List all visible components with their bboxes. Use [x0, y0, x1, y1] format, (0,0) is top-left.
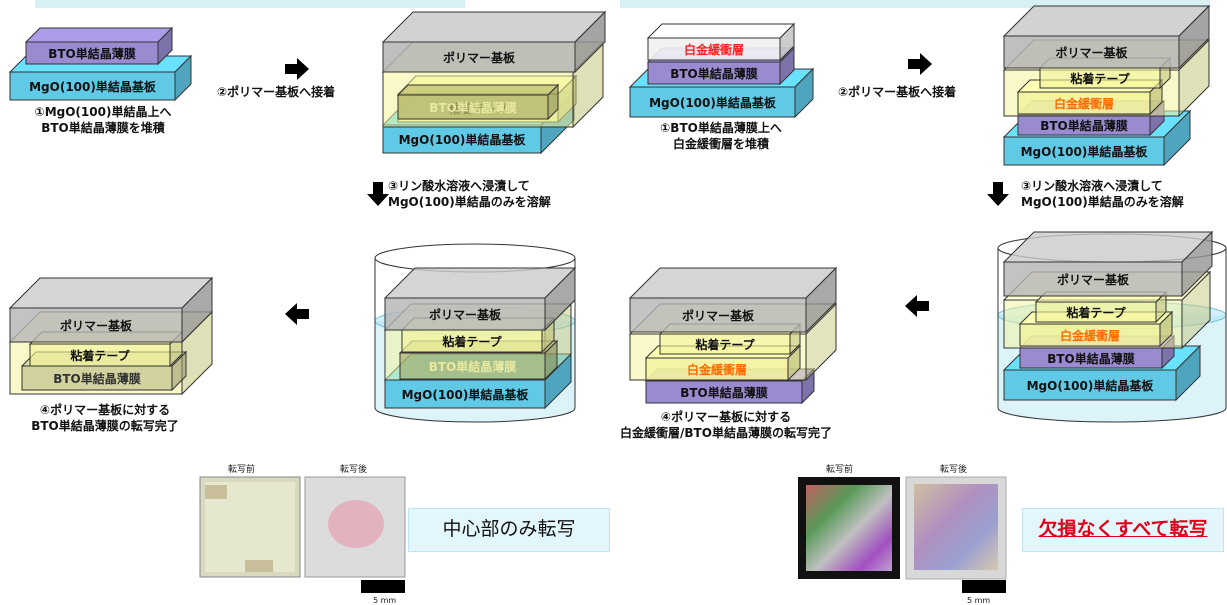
r2-polymer-label: ポリマー基板: [1055, 45, 1128, 60]
l2-mgo-label: MgO(100)単結晶基板: [399, 132, 527, 147]
l2-bto: BTO単結晶薄膜: [396, 83, 560, 121]
right-step2-text: ②ポリマー基板へ接着: [838, 85, 957, 99]
right-scale-label: 5 mm: [967, 596, 991, 605]
l1-bto-label: BTO単結晶薄膜: [48, 46, 136, 61]
r1-pt: 白金緩衝層: [646, 22, 796, 62]
r3-polymer-label: ポリマー基板: [1057, 272, 1130, 287]
l4-tape-label: 粘着テープ: [70, 348, 130, 363]
left-scale-bar: [361, 580, 405, 593]
left-step2-text: ②ポリマー基板へ接着: [217, 85, 336, 99]
l1-mgo-label: MgO(100)単結晶基板: [29, 79, 157, 94]
l-arrow-step4: [285, 303, 309, 325]
r4-polymer-label: ポリマー基板: [682, 308, 755, 323]
r3-pt-label: 白金緩衝層: [1060, 328, 1120, 343]
r-arrow-step2: [908, 53, 932, 75]
right-after-label: 転写後: [940, 465, 968, 475]
l4-polymer-label: ポリマー基板: [60, 318, 133, 333]
right-step4-caption: ④ポリマー基板に対する白金緩衝層/BTO単結晶薄膜の転写完了: [620, 410, 832, 440]
left-after-transferred-spot: [328, 500, 384, 548]
r3-mgo-label: MgO(100)単結晶基板: [1027, 378, 1155, 393]
r-arrow-step4: [905, 295, 929, 317]
r1-pt-label: 白金緩衝層: [684, 42, 744, 57]
left-before-label: 転写前: [228, 465, 256, 475]
l1-bto: BTO単結晶薄膜: [24, 26, 174, 66]
right-before-film: [806, 485, 892, 571]
r3-tape: 粘着テープ: [1034, 290, 1168, 324]
l3-bto-label: BTO単結晶薄膜: [429, 359, 517, 374]
r2-pt-label: 白金緩衝層: [1054, 96, 1114, 111]
left-scale-label: 5 mm: [373, 596, 397, 605]
r3-polymer: ポリマー基板: [1002, 230, 1214, 298]
r3-tape-label: 粘着テープ: [1066, 305, 1126, 320]
l-arrow-step2: [285, 58, 309, 80]
r2-polymer: ポリマー基板: [1002, 4, 1211, 70]
r-arrow-step3: [987, 182, 1009, 206]
left-result-callout: 中心部のみ転写: [408, 508, 610, 552]
right-scale-bar: [962, 580, 1006, 593]
l4-bto-label: BTO単結晶薄膜: [53, 371, 141, 386]
r4-bto-label: BTO単結晶薄膜: [680, 385, 768, 400]
r4-tape-label: 粘着テープ: [695, 337, 755, 352]
r2-mgo-label: MgO(100)単結晶基板: [1021, 144, 1149, 159]
l-arrow-step3: [367, 182, 389, 206]
l2-polymer-top: ポリマー基板: [381, 10, 607, 74]
right-result-callout: 欠損なくすべて転写: [1022, 508, 1224, 552]
r2-tape-label: 粘着テープ: [1070, 71, 1130, 86]
top-band-left: [35, 0, 465, 8]
r4-pt-label: 白金緩衝層: [687, 362, 747, 377]
l3-tape-label: 粘着テープ: [442, 334, 502, 349]
r2-bto-label: BTO単結晶薄膜: [1040, 118, 1128, 133]
l4-polymer: ポリマー基板: [8, 276, 214, 344]
left-before-tape-mark: [205, 485, 227, 499]
r1-mgo-label: MgO(100)単結晶基板: [649, 95, 777, 110]
r4-polymer: ポリマー基板: [628, 266, 838, 334]
left-after-label: 転写後: [340, 465, 368, 475]
l2-bto-label: BTO単結晶薄膜: [429, 100, 517, 115]
r3-bto-label: BTO単結晶薄膜: [1047, 351, 1135, 366]
l3-polymer-label: ポリマー基板: [429, 307, 502, 322]
right-after-film: [914, 484, 998, 570]
l3-polymer: ポリマー基板: [383, 266, 577, 332]
l2-polymer-top-label: ポリマー基板: [443, 50, 516, 65]
l3-mgo-label: MgO(100)単結晶基板: [402, 387, 530, 402]
top-band-right: [620, 0, 1210, 8]
right-step1-caption: ①BTO単結晶薄膜上へ白金緩衝層を堆積: [660, 121, 782, 151]
left-before-tape-mark2: [245, 560, 273, 572]
right-before-label: 転写前: [826, 465, 854, 475]
r1-bto-label: BTO単結晶薄膜: [670, 66, 758, 81]
